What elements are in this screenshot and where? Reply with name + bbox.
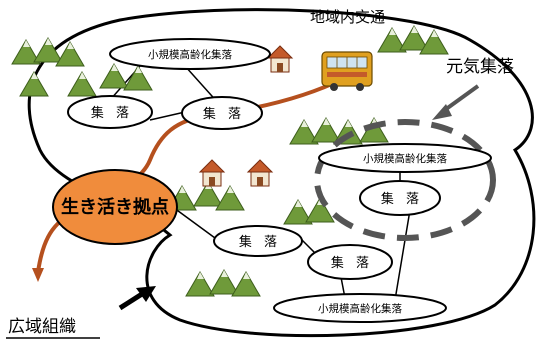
node-label: 集 落 [203,106,245,122]
hub-label: 生き活き拠点 [61,196,169,218]
node-shuraku-bottom-mid: 集 落 [307,244,393,280]
node-label: 小規模高齢化集落 [318,302,402,315]
bus-icon [321,51,373,91]
node-label: 小規模高齢化集落 [148,48,232,61]
node-shuraku-top-left: 集 落 [67,95,153,129]
node-label: 集 落 [381,191,423,207]
node-label: 集 落 [239,234,281,250]
node-small-aged-top: 小規模高齢化集落 [109,38,271,70]
node-shuraku-bottom-left: 集 落 [213,225,303,257]
node-small-aged-right: 小規模高齢化集落 [318,143,492,173]
genki-shuraku-label: 元気集落 [446,57,514,77]
node-shuraku-right: 集 落 [359,180,441,216]
transport-label: 地域内交通 [310,8,385,26]
road-arrow-head [32,268,44,282]
genki-shuraku-boundary [314,119,496,241]
node-label: 小規模高齢化集落 [363,152,447,165]
hub-node: 生き活き拠点 [52,169,178,245]
arrow-icon [118,286,156,311]
node-label: 集 落 [91,105,133,121]
region-outline [27,8,536,338]
node-shuraku-top-mid: 集 落 [181,96,263,130]
node-label: 集 落 [331,255,373,271]
arrow-icon [432,84,480,120]
node-small-aged-bottom: 小規模高齢化集落 [273,293,447,323]
koiki-label: 広域組織 [8,317,76,337]
